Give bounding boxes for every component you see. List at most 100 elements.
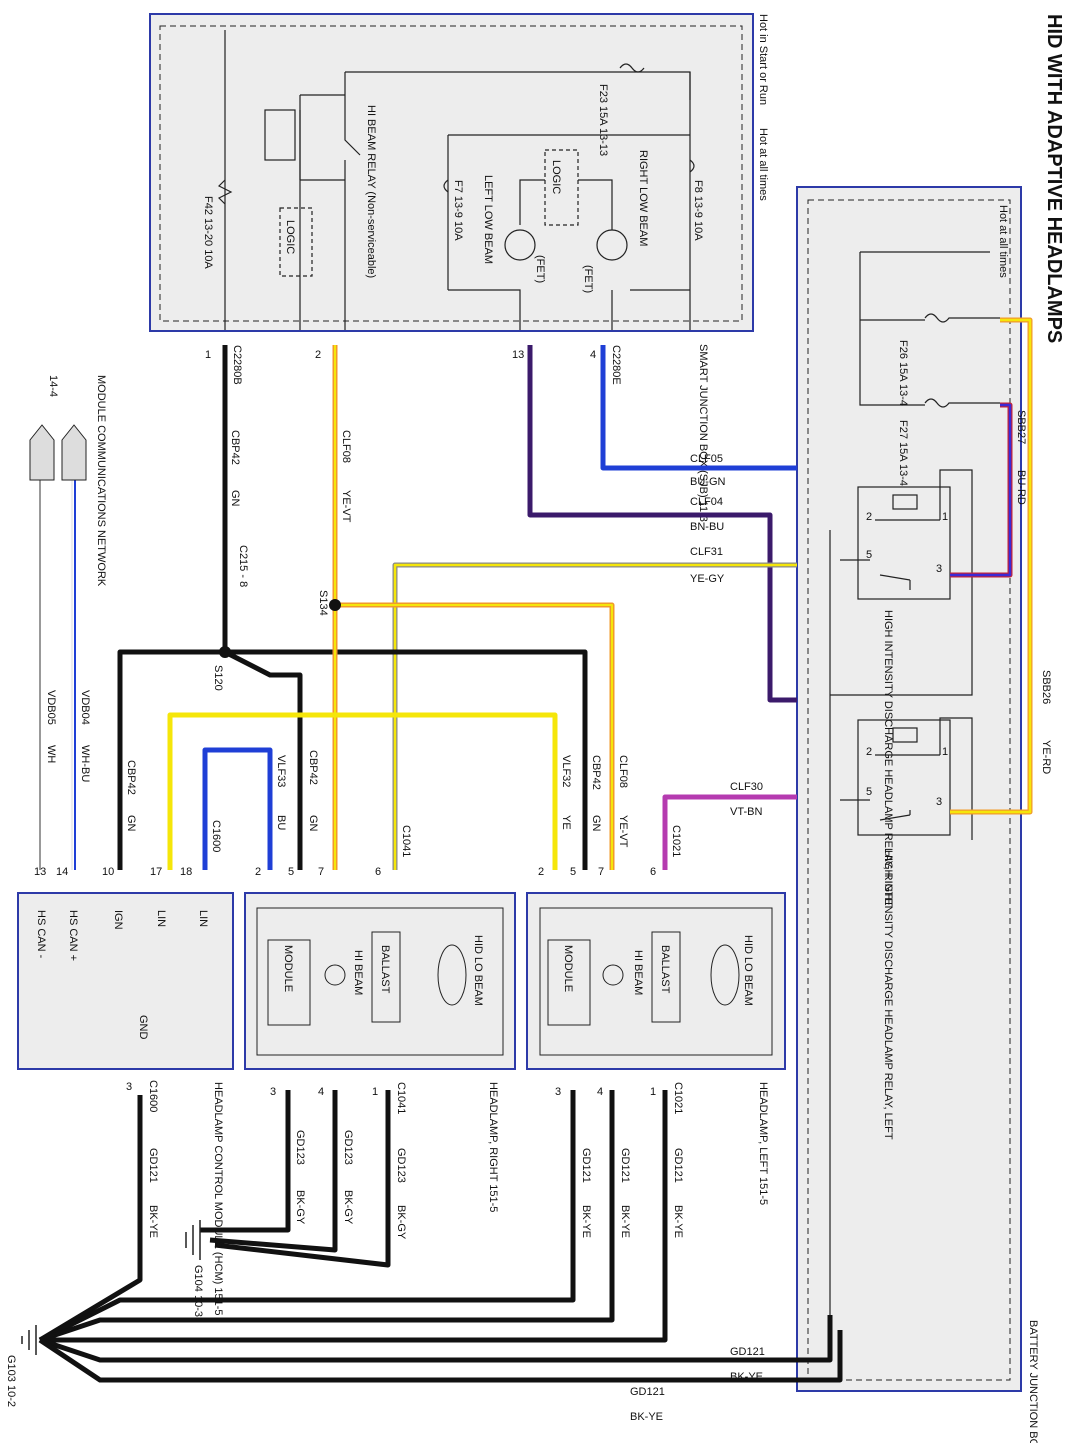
wire-vlf33 (202, 747, 273, 870)
label-bn-bu: BN-BU (690, 521, 724, 533)
label-bu-gn: BU-GN (690, 476, 726, 488)
label-cbp42-right: CBP42 (307, 750, 319, 785)
label-vdb04: VDB04 (79, 690, 91, 725)
splice-s120 (219, 646, 231, 658)
right-pin-b1: 1 (372, 1086, 378, 1098)
smart-junction-box: Hot in Start or Run Hot at all times SMA… (149, 13, 769, 522)
wire-gd121-left-1 (40, 1090, 668, 1343)
label-ye-vt-left: YE-VT (617, 815, 629, 848)
hcm-lin-1: LIN (155, 910, 167, 927)
hi-beam-relay-label: HI BEAM RELAY (Non-serviceable) (365, 105, 377, 278)
label-c215: C215 - 8 (237, 545, 249, 587)
label-c1600: C1600 (210, 820, 222, 852)
left-hi-beam: HI BEAM (632, 950, 644, 995)
left-pin-b1: 1 (650, 1086, 656, 1098)
left-low-beam-label: LEFT LOW BEAM (482, 175, 494, 264)
hot-all-times-sjb-label: Hot at all times (757, 128, 769, 201)
label-s120: S120 (212, 665, 224, 691)
wire-gd121-bjb-2 (38, 1330, 843, 1383)
diagram-title: HID WITH ADAPTIVE HEADLAMPS (1043, 14, 1065, 343)
right-pin-2: 2 (255, 866, 261, 878)
network-ref: 14-4 (47, 375, 59, 397)
right-low-beam-label: RIGHT LOW BEAM (637, 150, 649, 246)
wire-clf05 (600, 345, 797, 471)
wire-clf30 (662, 794, 797, 870)
label-clf08-main: CLF08 (340, 430, 352, 463)
relay-left-pin-5: 5 (866, 786, 872, 798)
relay-right-label: HIGH INTENSITY DISCHARGE HEADLAMP RELAY,… (882, 610, 894, 907)
fuse-f26-label: F26 15A 13-4 (897, 340, 909, 406)
label-bk-gy-1: BK-GY (395, 1205, 407, 1240)
ground-g103-icon (21, 1325, 37, 1355)
hcm-pin-gnd: 3 (126, 1081, 132, 1093)
fet-label-1: (FET) (534, 255, 546, 283)
network-arrow-left (29, 424, 55, 481)
label-sbb27: SBB27 (1015, 410, 1027, 444)
wire-gd121-bjb-1 (39, 1315, 833, 1363)
right-hid-lo-beam: HID LO BEAM (472, 935, 484, 1006)
left-ballast: BALLAST (659, 945, 671, 994)
right-pin-5: 5 (288, 866, 294, 878)
grounds: G104 10-3 G103 10-2 (5, 1220, 204, 1407)
wire-cbp42-hcm (117, 649, 225, 870)
label-ye: YE (560, 815, 572, 830)
left-pin-7: 7 (598, 866, 604, 878)
sjb-pins: 1 2 13 4 C2280B C2280E (205, 345, 622, 385)
left-module: MODULE (562, 945, 574, 992)
wire-vlf32 (167, 712, 558, 870)
label-gd121-bjb-2: GD121 (630, 1386, 665, 1398)
left-pin-5: 5 (570, 866, 576, 878)
label-gn-left: GN (590, 815, 602, 832)
label-bk-ye-l4: BK-YE (619, 1205, 631, 1238)
network-name: MODULE COMMUNICATIONS NETWORK (95, 375, 107, 587)
label-clf08-left: CLF08 (617, 755, 629, 788)
hcm-lin-2: LIN (197, 910, 209, 927)
wire-cbp42-left (225, 649, 588, 870)
label-gd121-l1: GD121 (672, 1148, 684, 1183)
relay-left-pin-2: 2 (866, 746, 872, 758)
hcm-gnd: GND (137, 1015, 149, 1040)
ground-g104-icon (185, 1220, 201, 1260)
module-communications-network: MODULE COMMUNICATIONS NETWORK 14-4 (29, 375, 107, 587)
ground-g104-label: G104 10-3 (192, 1265, 204, 1317)
fuse-f42-label: F42 13-20 10A (202, 196, 214, 269)
wire-gd123-3 (200, 1090, 291, 1233)
fuse-f27-label: F27 15A 13-4 (897, 420, 909, 486)
sjb-pin-2: 2 (315, 349, 321, 361)
relay-right-pin-3: 3 (936, 563, 942, 575)
label-gd121-bjb-1: GD121 (730, 1346, 765, 1358)
headlamp-right: HEADLAMP, RIGHT 151-5 HID LO BEAM BALLAS… (244, 866, 516, 1212)
sjb-pin-4: 4 (590, 349, 596, 361)
label-vlf32: VLF32 (560, 755, 572, 787)
label-s134: S134 (317, 590, 329, 616)
hcm-ign: IGN (112, 910, 124, 930)
hcm-connector-label: C1600 (147, 1080, 159, 1112)
label-cbp42-hcm: CBP42 (125, 760, 137, 795)
battery-junction-box: Hot at all times BATTERY JUNCTION BOX (B… (796, 186, 1039, 1443)
label-bk-gy-4: BK-GY (342, 1190, 354, 1225)
relay-right-pin-1: 1 (942, 511, 948, 523)
bjb-name: BATTERY JUNCTION BOX (BJB) 11-1 (1027, 1320, 1039, 1443)
label-bk-ye-bjb-1: BK-YE (730, 1371, 763, 1383)
left-pin-b3: 3 (555, 1086, 561, 1098)
sjb-connector-c2280b: C2280B (231, 345, 243, 385)
headlamp-left: HEADLAMP, LEFT 151-5 HID LO BEAM BALLAST… (526, 866, 786, 1205)
wire-clf08-left (335, 602, 615, 870)
label-bk-ye-l1: BK-YE (672, 1205, 684, 1238)
relay-left-label: HIGH INTENSITY DISCHARGE HEADLAMP RELAY,… (882, 850, 894, 1140)
label-bk-gy-3: BK-GY (294, 1190, 306, 1225)
label-bk-ye-hcm: BK-YE (147, 1205, 159, 1238)
splice-s134 (329, 599, 341, 611)
wire-gd121-hcm (38, 1095, 143, 1343)
label-bk-ye-bjb-2: BK-YE (630, 1411, 663, 1423)
label-ye-gy: YE-GY (690, 573, 725, 585)
relay-left-pins: 1 2 3 5 (866, 746, 948, 808)
wire-gd121-left-4 (39, 1090, 615, 1343)
wire-clf04 (527, 345, 797, 703)
hcm-pin-13: 13 (34, 866, 46, 878)
label-vdb05: VDB05 (45, 690, 57, 725)
hcm-pin-10: 10 (102, 866, 114, 878)
left-hid-lo-beam: HID LO BEAM (742, 935, 754, 1006)
left-connector-bottom: C1021 (672, 1082, 684, 1114)
wire-gd123-1 (214, 1090, 391, 1268)
